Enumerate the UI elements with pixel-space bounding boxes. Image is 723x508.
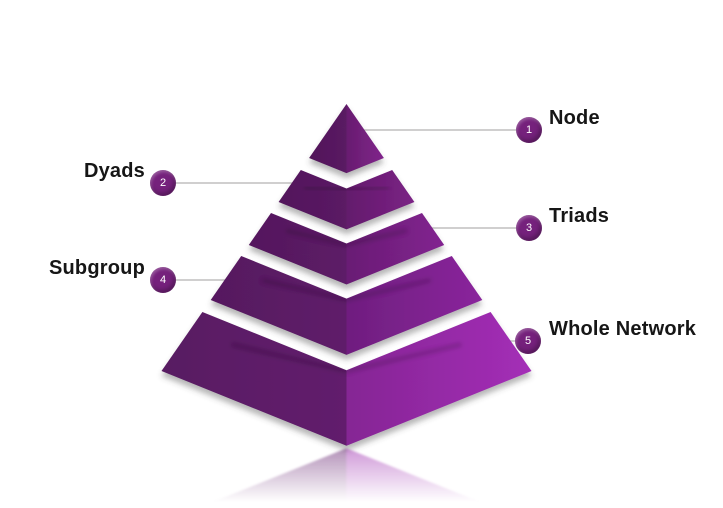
level-1-number: 1 — [525, 124, 533, 136]
level-2-label: Dyads — [83, 160, 145, 182]
pyramid-level-5 — [161, 312, 532, 446]
level-4-number: 4 — [159, 274, 167, 286]
level-3-badge: 3 — [516, 215, 542, 241]
pyramid-level-1-right-face — [346, 104, 384, 174]
level-1-label: Node — [549, 107, 600, 129]
level-2-number: 2 — [159, 177, 167, 189]
level-5-badge: 5 — [515, 328, 541, 354]
level-4-badge: 4 — [150, 267, 176, 293]
level-4-label: Subgroup — [48, 257, 145, 279]
pyramid-level-5-left-face — [161, 312, 347, 446]
pyramid-level-4-right-face — [346, 256, 483, 355]
pyramid-level-1 — [309, 104, 384, 174]
pyramid-level-3-right-face — [346, 213, 445, 285]
pyramid-level-2 — [278, 170, 415, 230]
level-1-badge: 1 — [516, 117, 542, 143]
pyramid-level-4 — [210, 256, 483, 355]
pyramid-level-3 — [248, 213, 445, 285]
level-2-badge: 2 — [150, 170, 176, 196]
level-3-label: Triads — [549, 205, 610, 227]
pyramid-level-4-left-face — [210, 256, 347, 355]
pyramid-level-5-right-face — [346, 312, 532, 446]
level-3-number: 3 — [525, 222, 533, 234]
pyramid-level-3-left-face — [248, 213, 347, 285]
pyramid-level-1-left-face — [309, 104, 347, 174]
pyramid-level-2-right-face — [346, 170, 415, 230]
pyramid-level-2-left-face — [278, 170, 347, 230]
level-5-number: 5 — [524, 335, 532, 347]
level-5-label: Whole Network — [549, 318, 697, 340]
pyramid-reflection — [198, 448, 495, 508]
